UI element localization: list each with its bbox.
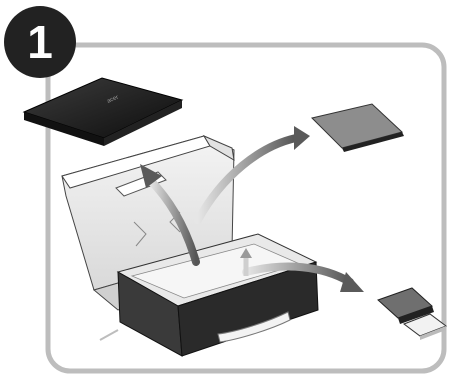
accessory-pack (378, 288, 446, 340)
step-number-badge: 1 (4, 6, 76, 78)
manual-sheet (312, 104, 404, 152)
